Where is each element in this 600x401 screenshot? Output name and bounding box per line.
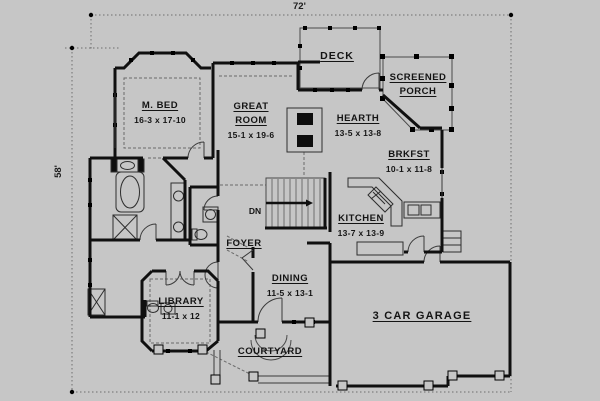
door-arcs [139,72,441,323]
toilet-icon [191,228,198,241]
sink-icon [173,221,184,233]
interior-walls [90,63,442,322]
dining-bay [241,249,254,271]
kitchen-island [356,241,404,256]
post-squares [153,317,505,391]
deck-posts [298,26,381,70]
room-label-hearth: HEARTH 13-5 x 13-8 [334,113,382,138]
fireplace-icon [286,107,323,153]
cooktop-icon [367,186,394,213]
closet-icon [87,288,106,316]
dimension-ticks [69,12,514,395]
sink-icon [120,161,135,170]
sink-basin-icon [407,204,420,216]
dashed-ceiling-lines [123,75,305,375]
stairs-down-label: DN [248,206,262,216]
room-label-screened-porch: SCREENED PORCH [389,72,447,98]
room-label-great-room: GREAT ROOM 15-1 x 19-6 [227,101,275,140]
room-label-dining: DINING 11-5 x 13-1 [266,273,314,298]
room-label-master-bedroom: M. BED 16-3 x 17-10 [134,100,186,125]
room-label-garage: 3 CAR GARAGE [372,310,472,322]
room-label-courtyard: COURTYARD [237,346,303,357]
room-label-breakfast: BRKFST 10-1 x 11-8 [385,149,433,174]
sink-icon [173,190,184,202]
overall-depth-dimension: 58' [52,165,64,178]
room-label-foyer: FOYER [226,238,262,249]
kitchen-counters [347,177,462,256]
sink-icon [160,302,176,315]
bathtub-icon [115,171,145,213]
room-label-kitchen: KITCHEN 13-7 x 13-9 [337,213,385,238]
entry-steps [250,334,292,361]
pantry-cabinet [442,230,462,253]
kitchen-sink-counter [403,201,441,219]
bath-fixtures [87,158,219,316]
stairs-icon [265,177,326,229]
room-label-library: LIBRARY 11-1 x 12 [158,296,204,321]
room-label-deck: DECK [320,50,354,62]
window-lines [114,93,443,198]
toilet-icon [146,300,159,307]
overall-width-dimension: 72' [293,1,306,12]
sink-basin-icon [420,204,432,216]
